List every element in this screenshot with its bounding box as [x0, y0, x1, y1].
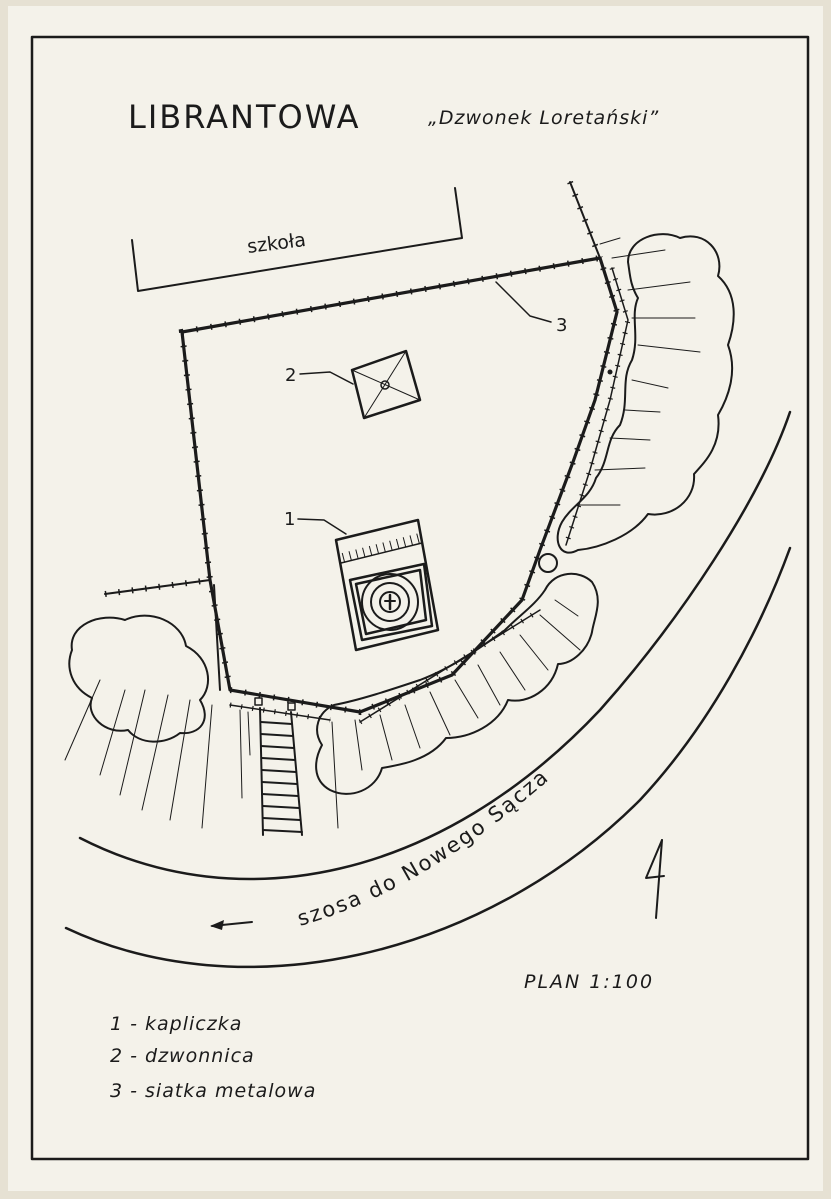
school-building — [131, 187, 463, 292]
legend-item-2: 2 - dzwonnica — [110, 1045, 255, 1067]
marker-2-leader — [299, 371, 354, 385]
belfry-diagonal-a — [351, 369, 421, 401]
legend-item-1: 1 - kapliczka — [110, 1013, 242, 1035]
fence-post-small — [607, 369, 613, 375]
fence-line-right-ticks — [563, 267, 631, 546]
stairs-steps — [260, 721, 303, 833]
marker-3-leader — [495, 281, 552, 323]
tree-shadow-lines-bottom — [331, 599, 581, 829]
gate-post-left — [254, 697, 263, 706]
tree-shadow-lines-left — [64, 679, 251, 829]
stairs-right-rail — [290, 711, 303, 836]
fence-line-lower-left — [213, 584, 221, 691]
legend-item-3: 3 - siatka metalowa — [110, 1080, 316, 1102]
chapel-altar-outer — [348, 562, 434, 642]
marker-3: 3 — [556, 315, 567, 336]
chapel-ring-1 — [361, 573, 419, 631]
belfry-diagonal-b — [363, 350, 407, 419]
gate-post-right — [287, 702, 296, 711]
drawing-frame — [30, 35, 810, 1161]
fence-boundary — [180, 256, 619, 714]
marker-2: 2 — [285, 365, 296, 386]
road-edge-inner — [78, 410, 792, 881]
marker-1-leader — [297, 518, 347, 535]
bell-icon — [380, 380, 390, 390]
road-edge-outer — [64, 546, 792, 969]
tree-shadow-lines-right — [579, 237, 701, 506]
marker-1: 1 — [284, 509, 295, 530]
stairs-left-rail — [259, 707, 264, 836]
tree-clump-right — [556, 233, 735, 554]
north-arrow-icon — [645, 839, 665, 919]
chapel-ring-2 — [370, 582, 410, 622]
chapel-ring-3 — [379, 591, 401, 613]
fence-line-bottom — [229, 704, 331, 721]
tree-clump-left — [68, 614, 209, 743]
page-subtitle: „Dzwonek Loretański” — [428, 107, 659, 129]
fence-post — [538, 553, 558, 573]
fence-line-left — [104, 579, 211, 595]
page-title: LIBRANTOWA — [128, 98, 361, 136]
chapel-step-line — [340, 542, 423, 564]
arrow-left-icon — [210, 920, 253, 930]
tree-clump-bottom — [315, 572, 599, 795]
scale-label: PLAN 1:100 — [524, 971, 654, 993]
fence-line-upper-ticks — [567, 180, 603, 260]
chapel — [334, 518, 440, 652]
